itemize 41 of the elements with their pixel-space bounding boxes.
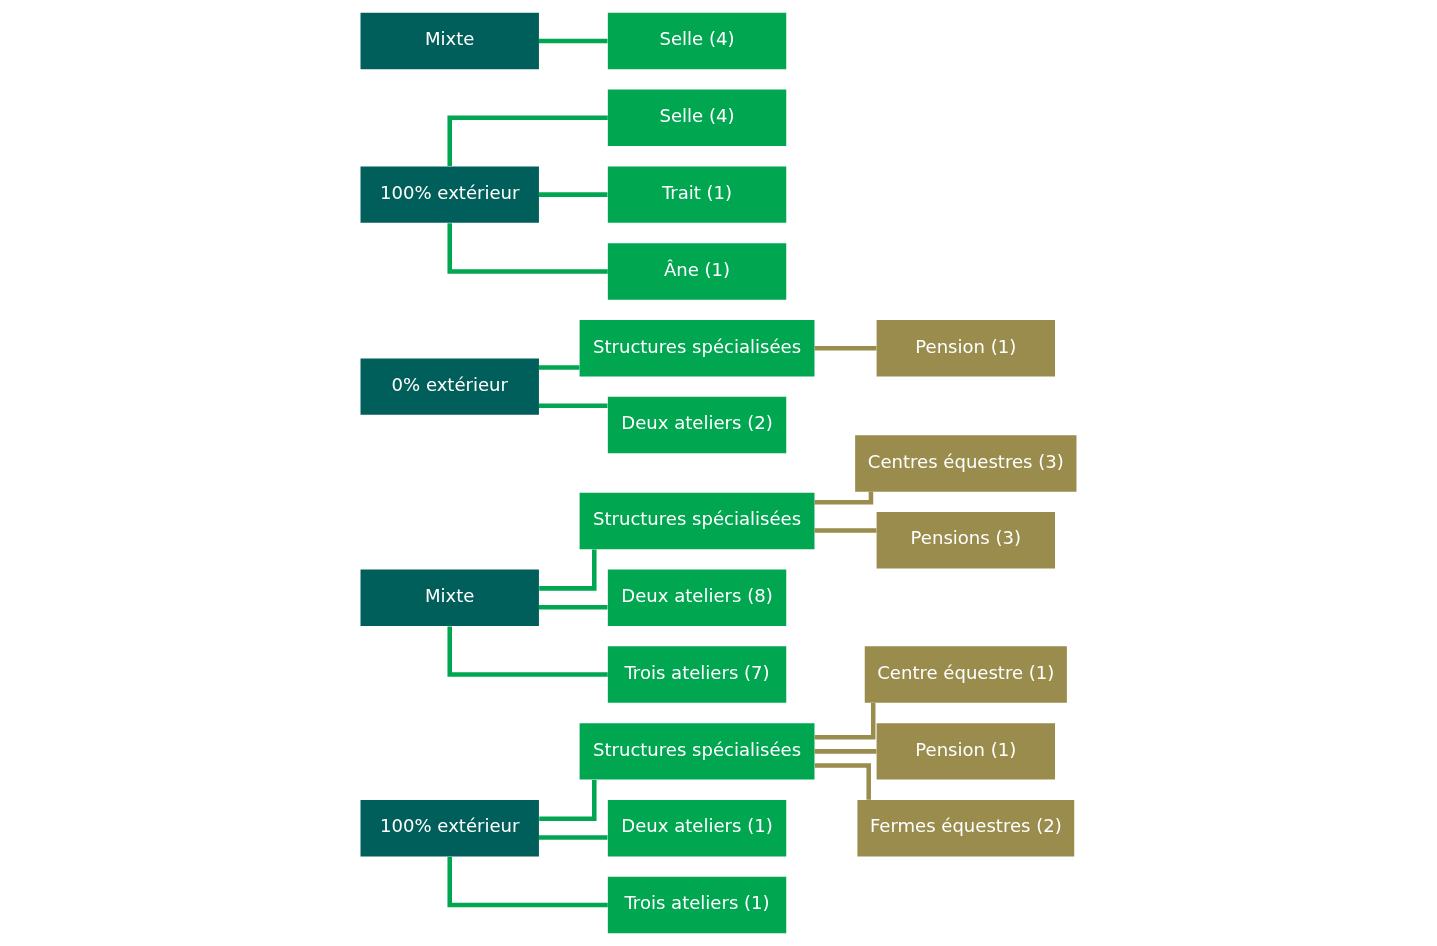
- connector: [814, 345, 877, 351]
- node-box: Structures spécialisées: [579, 492, 815, 550]
- connector: [447, 115, 608, 167]
- node-box: 0% extérieur: [360, 358, 539, 415]
- node-box: Selle (4): [607, 89, 787, 147]
- node-box: Deux ateliers (2): [607, 396, 787, 454]
- node-box: Centre équestre (1): [864, 646, 1067, 703]
- connector: [539, 192, 608, 197]
- connector: [814, 749, 877, 754]
- node-box: Deux ateliers (8): [607, 569, 787, 626]
- connector: [447, 223, 608, 274]
- connector: [539, 604, 608, 610]
- connector: [539, 403, 608, 409]
- node-box: Pension (1): [876, 320, 1056, 377]
- node-box: Trois ateliers (1): [607, 876, 787, 934]
- node-box: 100% extérieur: [360, 799, 539, 857]
- connector: [814, 491, 874, 505]
- node-box: Trait (1): [607, 166, 787, 223]
- node-box: 100% extérieur: [360, 166, 539, 223]
- node-box: Selle (4): [607, 12, 787, 70]
- node-box: Pension (1): [876, 723, 1056, 780]
- connector: [539, 38, 608, 44]
- connector: [814, 528, 877, 533]
- connector: [539, 549, 597, 591]
- node-box: Fermes équestres (2): [857, 799, 1075, 857]
- connector: [814, 703, 876, 740]
- connector: [539, 835, 608, 840]
- connector: [447, 626, 608, 677]
- node-box: Pensions (3): [876, 511, 1056, 569]
- connector: [447, 856, 608, 908]
- node-box: Structures spécialisées: [579, 320, 815, 377]
- node-box: Deux ateliers (1): [607, 799, 787, 857]
- node-box: Trois ateliers (7): [607, 646, 787, 703]
- node-box: Mixte: [360, 569, 539, 626]
- connector: [814, 763, 871, 800]
- connector: [539, 365, 580, 370]
- connector: [539, 779, 597, 821]
- node-box: Mixte: [360, 12, 539, 70]
- node-box: Structures spécialisées: [579, 723, 815, 780]
- node-box: Centres équestres (3): [855, 435, 1077, 492]
- node-box: Âne (1): [607, 243, 787, 300]
